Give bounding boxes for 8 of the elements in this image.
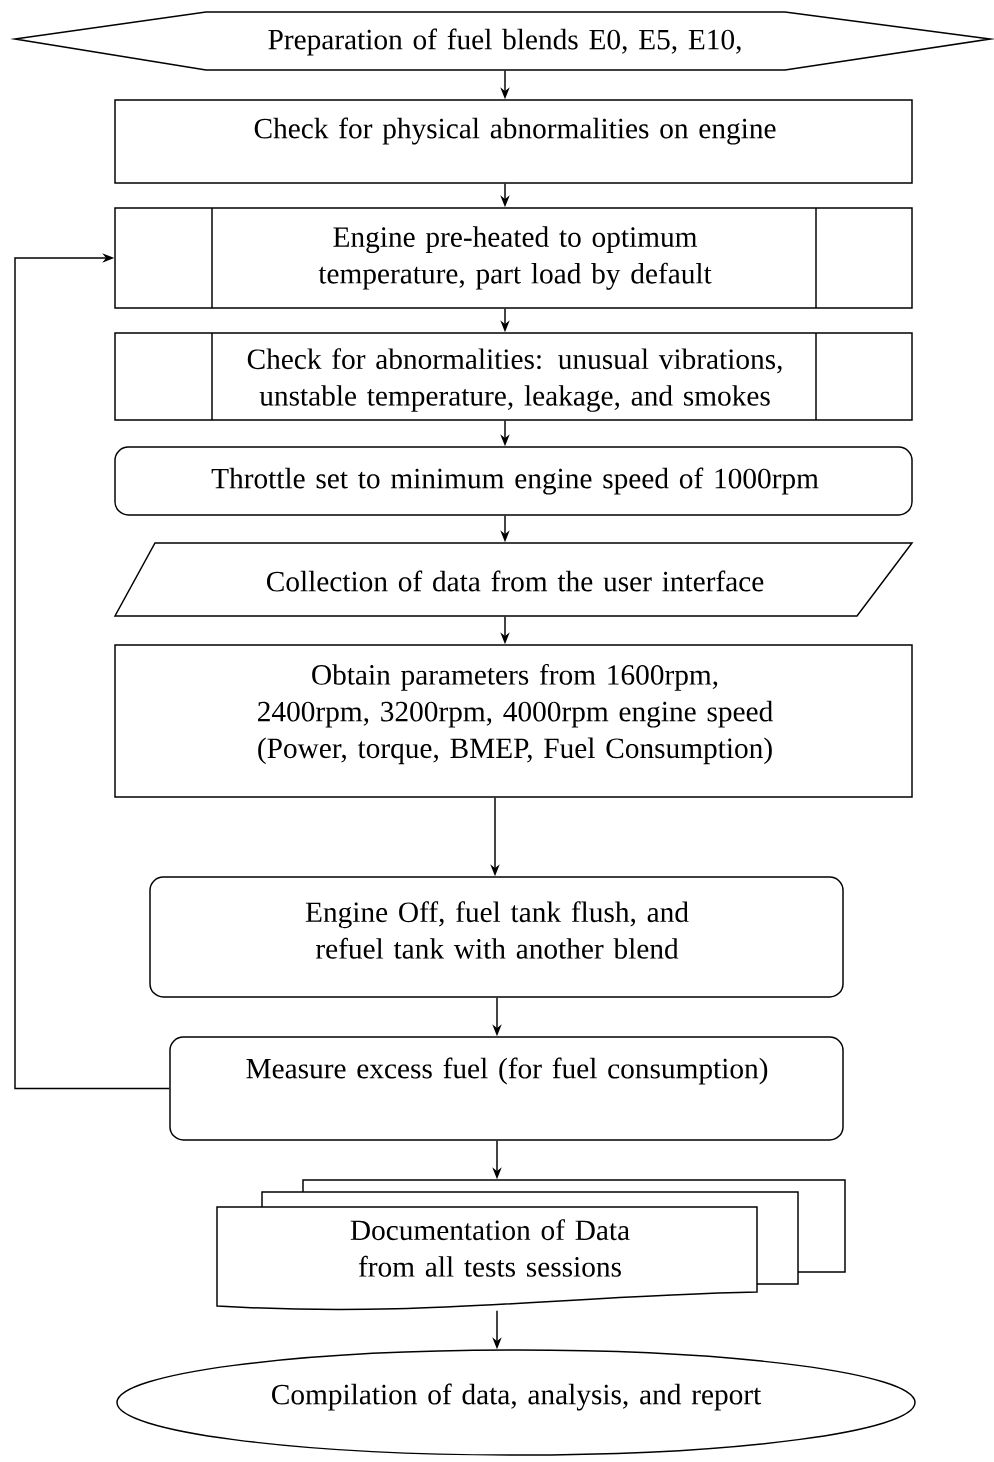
rounded-process-box: Throttle set to minimum engine speed of 1000rpm (114, 446, 913, 516)
arrow (14, 253, 170, 1090)
rounded-process-box: Measure excess fuel (for fuel consumption) (169, 1036, 844, 1141)
rounded-process-box: Engine Off, fuel tank flush, and refuel tank with another blend (149, 876, 844, 998)
process-box: Obtain parameters from 1600rpm, 2400rpm, 3200rpm, 4000rpm engine speed (Power, torque, BMEP, Fuel Consumption) (114, 644, 913, 798)
predefined-process-box: Engine pre-heated to optimum temperature, part load by default (114, 207, 913, 309)
process-box: Check for physical abnormalities on engine (114, 99, 913, 184)
predefined-process-box: Check for abnormalities: unusual vibrations, unstable temperature, leakage, and smokes (114, 332, 913, 421)
